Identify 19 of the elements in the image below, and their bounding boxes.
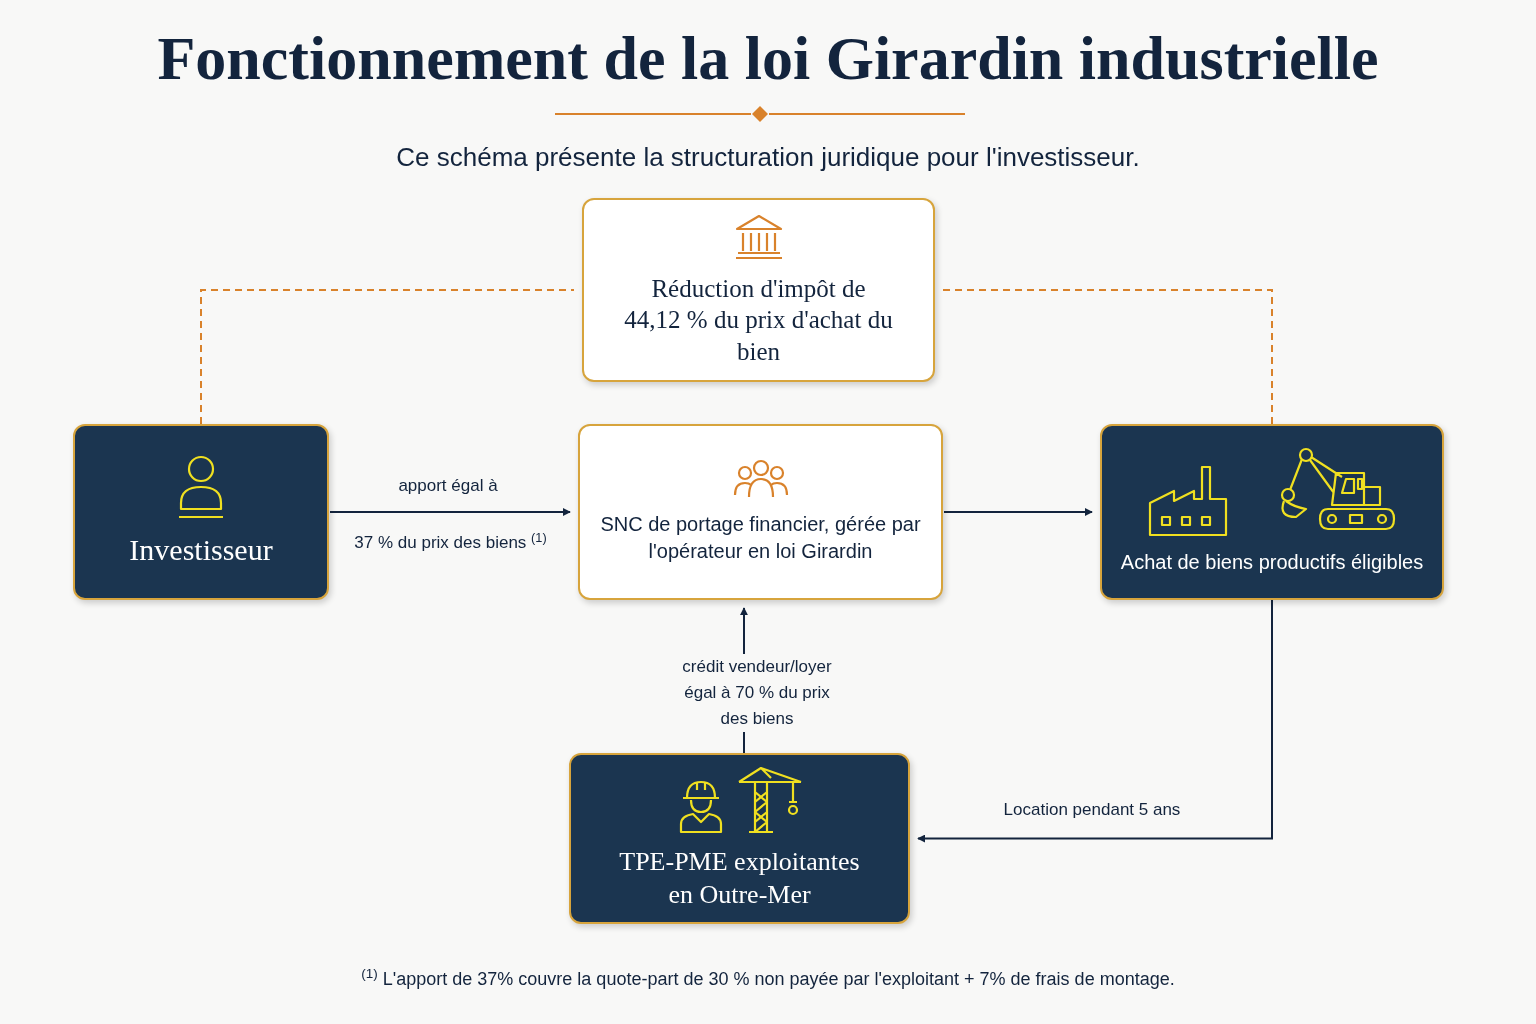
arrow — [943, 505, 1093, 519]
dark-box — [73, 424, 329, 600]
outlined-box — [582, 198, 935, 382]
dashed-connector — [200, 289, 575, 425]
title: Fonctionnement de la loi Girardin industrielle — [156, 23, 1380, 94]
arrow-caption: 37 % du prix des biens $^{(1)}$ — [353, 530, 548, 554]
node-text: Investisseur — [129, 532, 273, 569]
arrow — [917, 599, 1273, 845]
arrow — [329, 505, 571, 519]
dark-box — [1100, 424, 1444, 600]
footnote: $^{(1)}$ L'apport de 37% couvre la quote-part de 30 % non payée par l'exploitant + 7% de frais de montage. — [360, 966, 1176, 991]
outlined-box — [578, 424, 943, 600]
node-text: SNC de portage financier, gérée par l'opérateur en loi Girardin — [599, 511, 922, 564]
subtitle: Ce schéma présente la structuration juridique pour l'investisseur. — [395, 141, 1141, 174]
node-text: Réduction d'impôt de 44,12 % du prix d'achat du bien — [624, 274, 893, 367]
node-text: Achat de biens productifs éligibles — [1120, 550, 1424, 576]
node-text: TPE-PME exploitantes en Outre-Mer — [618, 846, 861, 911]
dark-box — [569, 753, 910, 924]
dashed-connector — [942, 289, 1273, 425]
